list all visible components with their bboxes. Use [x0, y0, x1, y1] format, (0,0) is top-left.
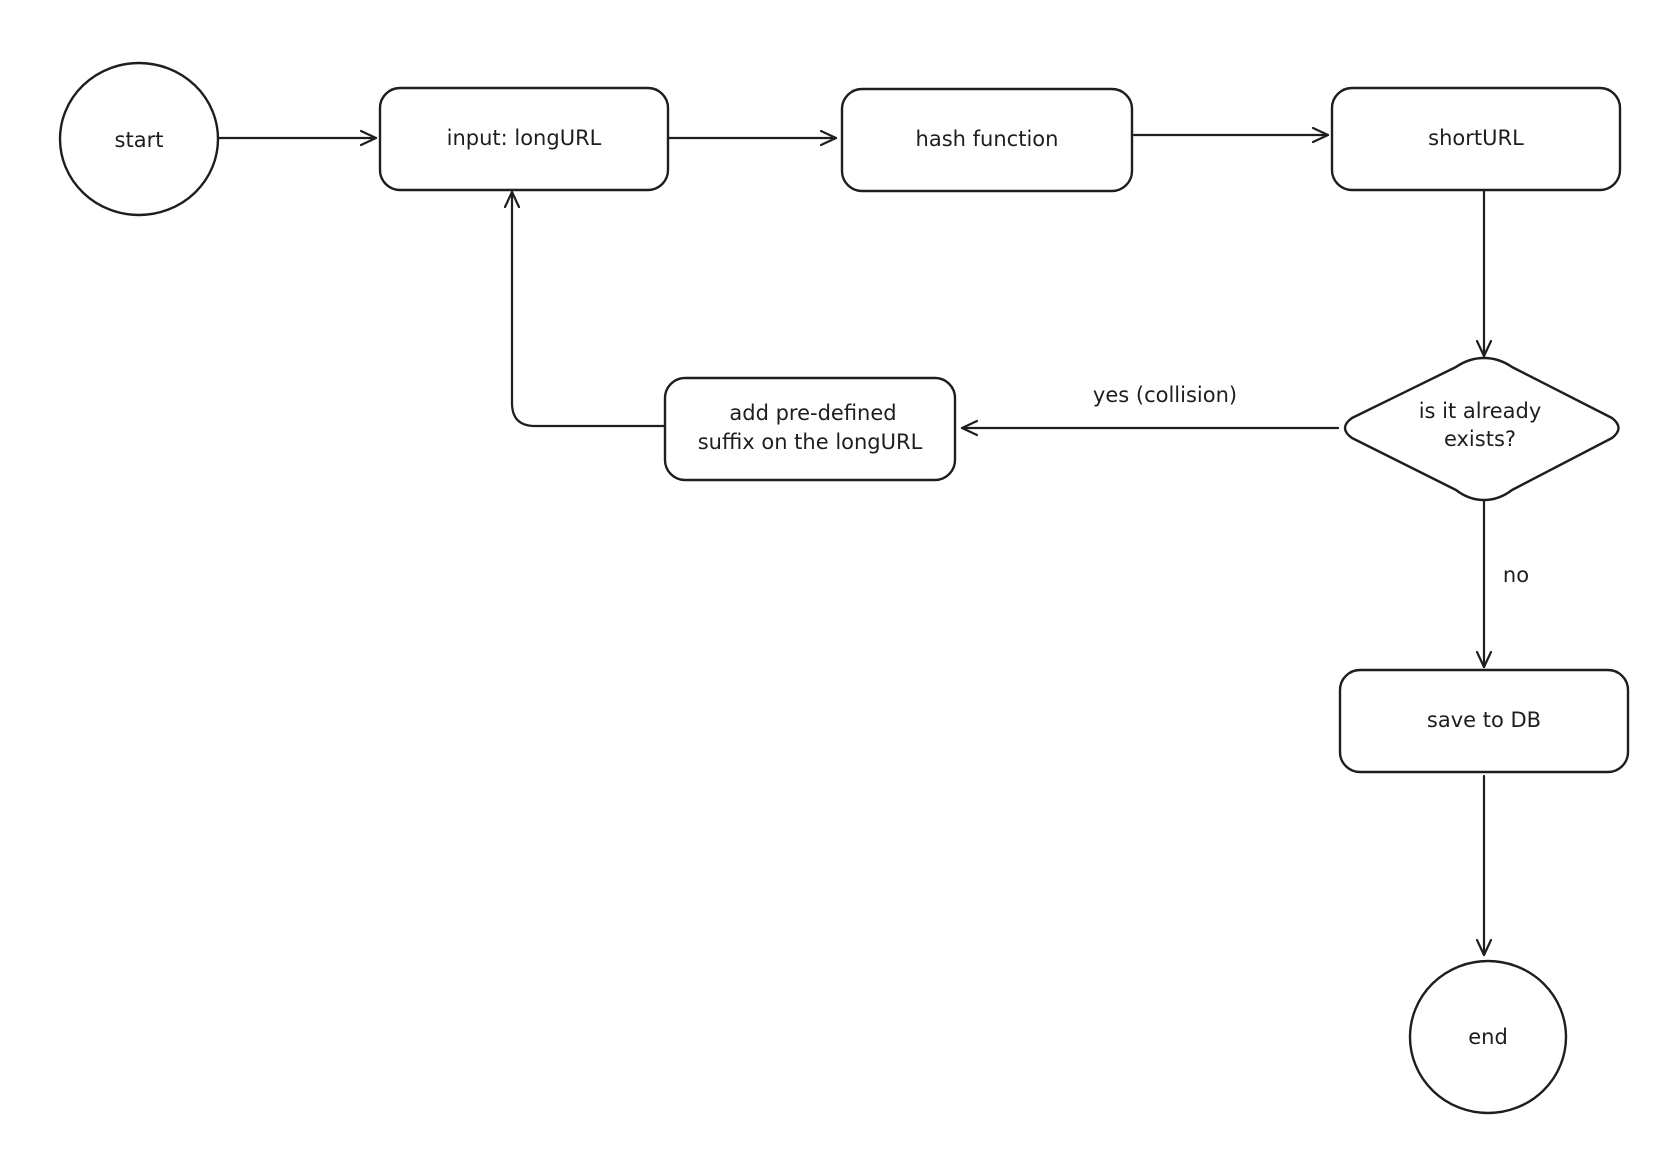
decision-label-line2: exists? [1444, 427, 1516, 451]
suffix-label-line2: suffix on the longURL [698, 430, 923, 454]
end-label: end [1468, 1025, 1508, 1049]
node-decision-exists[interactable]: is it already exists? [1343, 356, 1620, 502]
start-circle [58, 61, 220, 217]
edge-label-no: no [1503, 563, 1529, 587]
node-add-suffix[interactable]: add pre-defined suffix on the longURL [663, 376, 957, 482]
decision-label-line1: is it already [1419, 399, 1542, 423]
edge-suffix-to-input[interactable] [503, 190, 667, 428]
node-start[interactable]: start [58, 61, 220, 217]
short-label: shortURL [1428, 126, 1524, 150]
end-circle [1408, 959, 1568, 1115]
edges [216, 126, 1493, 957]
node-save-to-db[interactable]: save to DB [1338, 668, 1630, 774]
input-box [378, 86, 670, 192]
node-end[interactable]: end [1408, 959, 1568, 1115]
start-label: start [115, 128, 164, 152]
edge-label-yes-collision: yes (collision) [1093, 383, 1237, 407]
save-label: save to DB [1427, 708, 1541, 732]
node-input-longurl[interactable]: input: longURL [378, 86, 670, 192]
save-box [1338, 668, 1630, 774]
input-label: input: longURL [447, 126, 602, 150]
node-hash-function[interactable]: hash function [840, 87, 1134, 193]
suffix-box [663, 376, 957, 482]
decision-diamond [1343, 356, 1620, 502]
hash-box [840, 87, 1134, 193]
hash-label: hash function [916, 127, 1059, 151]
node-shorturl[interactable]: shortURL [1330, 86, 1622, 192]
short-box [1330, 86, 1622, 192]
suffix-label-line1: add pre-defined [729, 401, 896, 425]
